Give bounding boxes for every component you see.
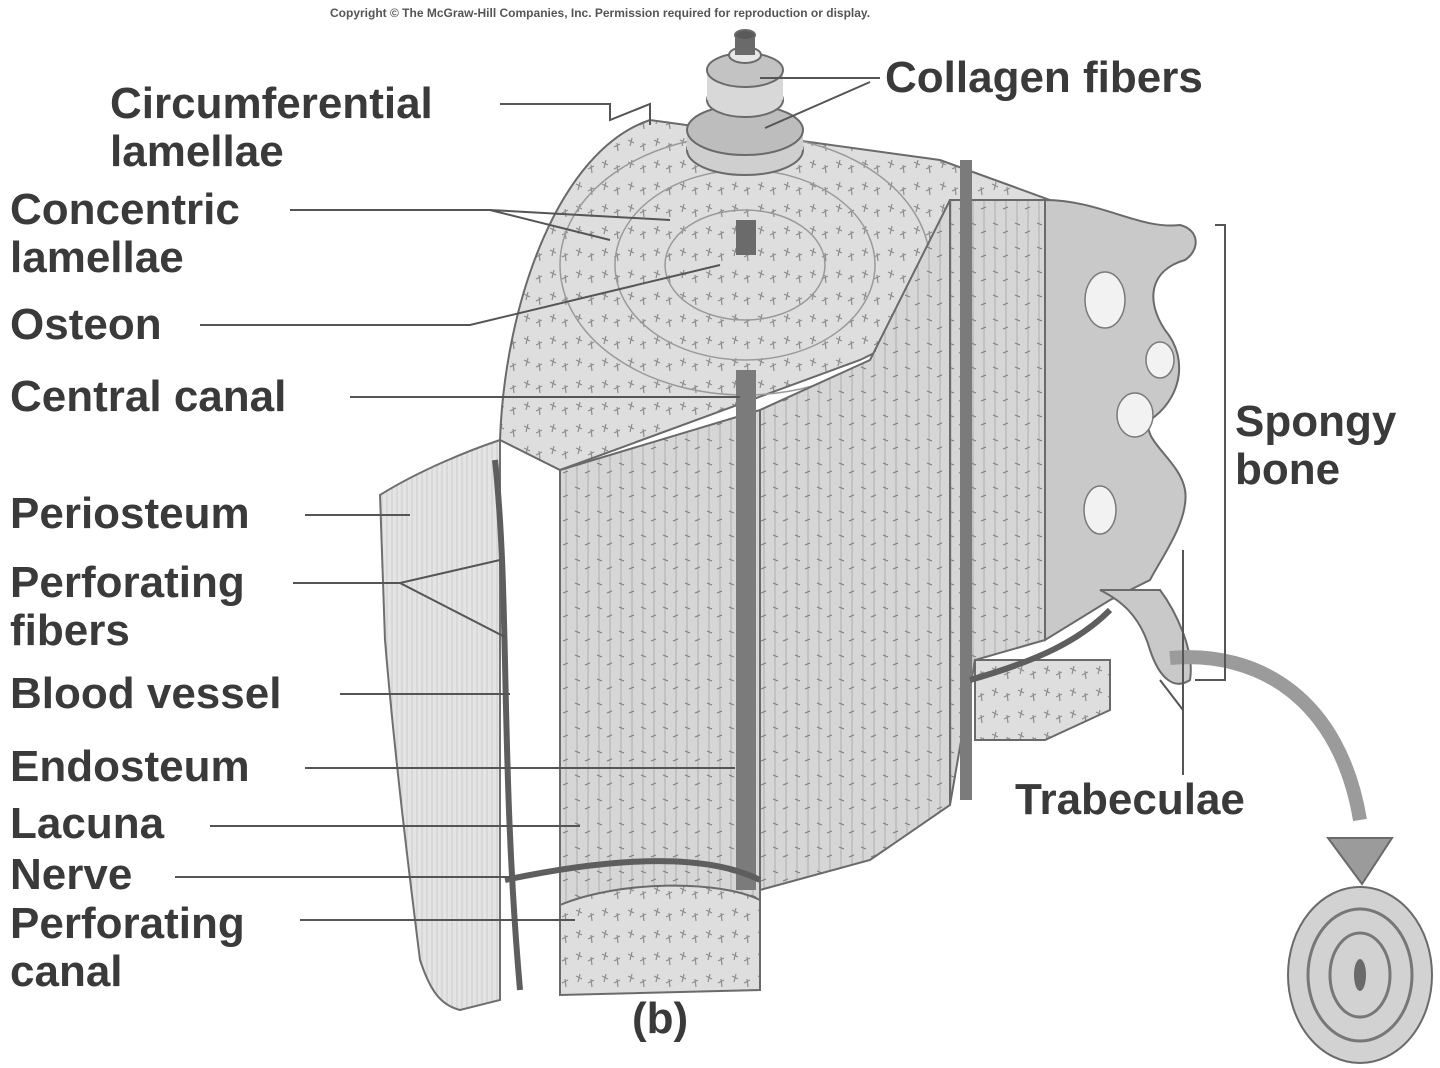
zoom-arrowhead [1326, 837, 1394, 886]
label-spongy-bone: Spongy bone [1235, 397, 1397, 494]
label-perforating-canal: Perforating canal [10, 899, 245, 996]
collagen-fiber-stack [686, 29, 804, 176]
zoom-arrow [1169, 650, 1367, 822]
leader-lines [175, 77, 1226, 921]
central-canal-vessels [492, 160, 1113, 991]
compact-bone-top [498, 118, 1052, 472]
lower-right-block [974, 659, 1111, 741]
osteon-block-front [559, 408, 761, 907]
copyright-notice: Copyright © The McGraw-Hill Companies, I… [330, 6, 871, 20]
spongy-bone-cavities [1083, 271, 1175, 535]
label-lacuna: Lacuna [10, 799, 165, 848]
label-blood-vessel: Blood vessel [10, 669, 282, 718]
label-endosteum: Endosteum [10, 742, 250, 791]
label-osteon: Osteon [10, 300, 162, 349]
label-central-canal: Central canal [10, 372, 287, 421]
osteon-closeup [1287, 886, 1433, 1064]
label-trabeculae: Trabeculae [1015, 775, 1245, 824]
label-circumferential-lamellae: Circumferential lamellae [110, 79, 433, 176]
label-periosteum: Periosteum [10, 489, 250, 538]
label-nerve: Nerve [10, 850, 133, 899]
panel-label: (b) [632, 994, 689, 1043]
trabecula-branch [1099, 589, 1192, 685]
osteon-block-right [949, 199, 1052, 806]
label-collagen-fibers: Collagen fibers [885, 53, 1203, 102]
lower-osteon [559, 884, 761, 997]
label-perforating-fibers: Perforating fibers [10, 558, 245, 655]
label-concentric-lamellae: Concentric lamellae [10, 185, 240, 282]
periosteum-layer [378, 438, 501, 1012]
